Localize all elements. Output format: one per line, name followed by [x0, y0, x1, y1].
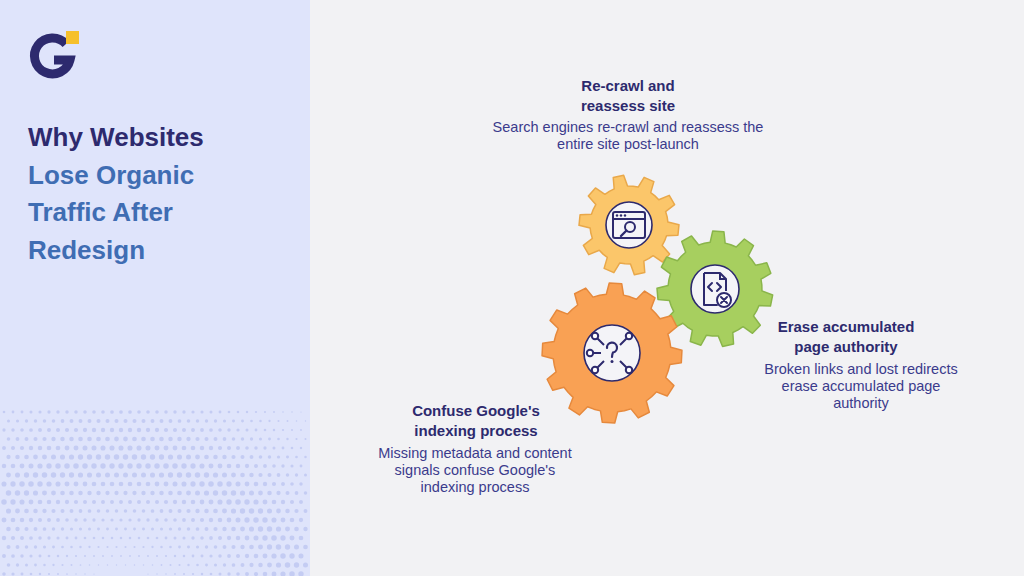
halftone-dots: [1, 410, 308, 576]
title: Why Websites Lose Organic Traffic After …: [28, 119, 268, 269]
gear-heading: Erase accumulated page authority: [768, 317, 924, 357]
gear-shape: [579, 175, 679, 275]
gear-description: Search engines re-crawl and reassess the…: [488, 119, 768, 153]
logo: [34, 31, 79, 74]
side-panel: [0, 0, 310, 576]
orange-gear: Confuse Google's indexing processMissing…: [542, 283, 682, 423]
yellow-gear: Re-crawl and reassess siteSearch engines…: [579, 175, 679, 275]
gear-description: Broken links and lost redirects erase ac…: [758, 361, 964, 412]
gear-heading: Re-crawl and reassess site: [563, 76, 693, 116]
gear-heading: Confuse Google's indexing process: [400, 401, 552, 441]
gear-shape: [542, 283, 682, 423]
gear-description: Missing metadata and content signals con…: [377, 445, 573, 496]
